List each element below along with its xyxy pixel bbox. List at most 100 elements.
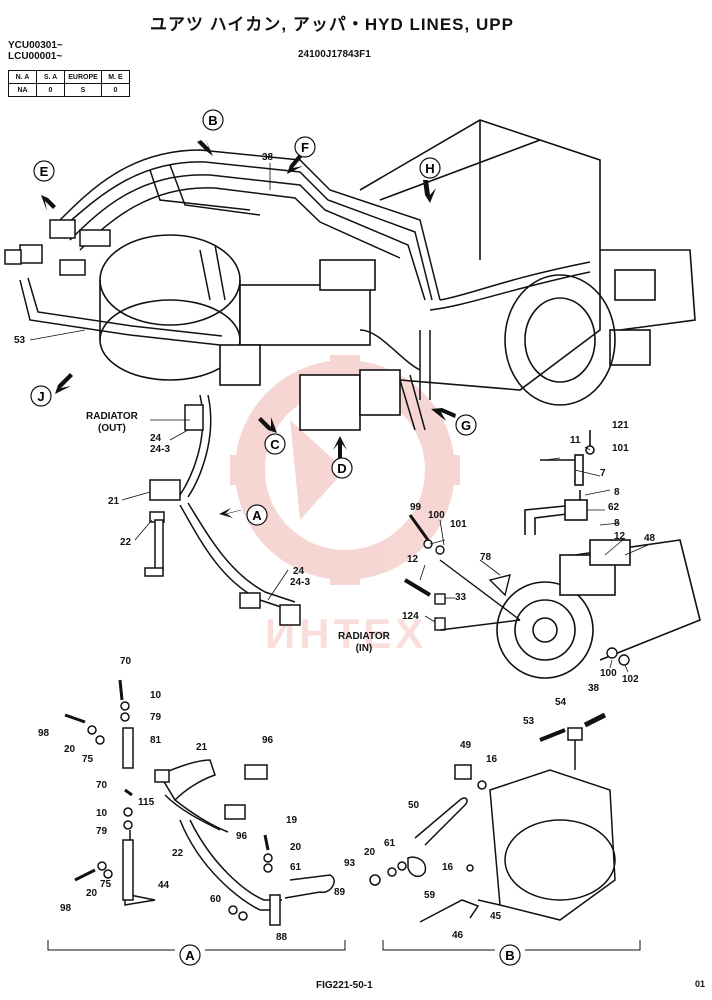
view-circle-b: B bbox=[202, 109, 224, 131]
detail-a-callout-96-top: 96 bbox=[262, 735, 274, 746]
radiator-in-line-1: RADIATOR bbox=[338, 631, 390, 642]
view-circle-c: C bbox=[264, 433, 286, 455]
detail-a-callout-98-top: 98 bbox=[38, 728, 50, 739]
detail-a-callout-79-top: 79 bbox=[150, 712, 162, 723]
detail-a-callout-75-bottom: 75 bbox=[100, 879, 112, 890]
left-fittings bbox=[4, 219, 111, 276]
detail-b-callout-49: 49 bbox=[460, 740, 472, 751]
detail-b-callout-16-top: 16 bbox=[486, 754, 498, 765]
view-g-letter: G bbox=[461, 418, 471, 433]
callout-8-top: 8 bbox=[614, 487, 620, 498]
detail-a-callout-21: 21 bbox=[196, 742, 208, 753]
radiator-fittings bbox=[144, 404, 301, 626]
detail-b-callout-53: 53 bbox=[523, 716, 535, 727]
view-f-circle bbox=[294, 136, 316, 158]
detail-a-callout-10-top: 10 bbox=[150, 690, 162, 701]
part-code: 24100J17843F1 bbox=[298, 49, 371, 60]
detail-a-callout-81: 81 bbox=[150, 735, 162, 746]
callout-8-bottom: 8 bbox=[614, 518, 620, 529]
region-availability-table: N. A S. A EUROPE M. E NA 0 S 0 bbox=[8, 70, 130, 97]
view-d-letter: D bbox=[337, 461, 346, 476]
view-a-letter: A bbox=[252, 508, 262, 523]
detail-b-drawing bbox=[369, 712, 616, 923]
fastener-parts bbox=[403, 514, 630, 666]
detail-b-callout-20: 20 bbox=[364, 847, 376, 858]
radiator-out-line-2: (OUT) bbox=[98, 423, 126, 434]
control-valve bbox=[219, 259, 401, 431]
region-value-me: 0 bbox=[101, 83, 130, 97]
detail-a-callout-20-top: 20 bbox=[64, 744, 76, 755]
callout-24-3-top: 24-3 bbox=[150, 444, 171, 455]
callout-102: 102 bbox=[622, 674, 639, 685]
view-c-circle bbox=[264, 433, 286, 455]
section-brackets bbox=[47, 940, 641, 951]
section-b-marker: B bbox=[499, 944, 521, 966]
serial-range-2: LCU00001~ bbox=[8, 51, 63, 62]
detail-a-callout-61: 61 bbox=[290, 862, 302, 873]
detail-a-callout-44: 44 bbox=[158, 880, 170, 891]
diagram-title: ユアツ ハイカン, アッパ・HYD LINES, UPP bbox=[150, 15, 514, 34]
view-h-circle bbox=[419, 157, 441, 179]
detail-b-callout-50: 50 bbox=[408, 800, 420, 811]
view-d-circle bbox=[331, 457, 353, 479]
detail-a-callout-70-bottom: 70 bbox=[96, 780, 108, 791]
detail-b-callout-16-bottom: 16 bbox=[442, 862, 454, 873]
detail-b-callout-46: 46 bbox=[452, 930, 464, 941]
page-corner-number: 01 bbox=[695, 979, 706, 989]
detail-a-callout-20-bottom: 20 bbox=[86, 888, 98, 899]
detail-a-callout-70-top: 70 bbox=[120, 656, 132, 667]
view-circle-g: G bbox=[455, 414, 477, 436]
leader-lines bbox=[29, 163, 649, 673]
callout-22: 22 bbox=[120, 537, 132, 548]
callout-99: 99 bbox=[410, 502, 422, 513]
callout-48: 48 bbox=[644, 533, 656, 544]
view-c-letter: C bbox=[270, 437, 280, 452]
detail-b-callout-59: 59 bbox=[424, 890, 436, 901]
oil-tank bbox=[99, 234, 241, 381]
callout-101-left: 101 bbox=[450, 519, 467, 530]
radiator-out-label: RADIATOR (OUT) bbox=[86, 411, 138, 435]
view-circle-e: E bbox=[33, 160, 55, 182]
callout-121: 121 bbox=[612, 420, 629, 431]
detail-b-callout-54: 54 bbox=[555, 697, 567, 708]
detail-b-callout-45: 45 bbox=[490, 911, 502, 922]
callout-38: 38 bbox=[262, 152, 274, 163]
section-b-circle bbox=[499, 944, 521, 966]
view-b-circle bbox=[202, 109, 224, 131]
view-circle-a: A bbox=[246, 504, 268, 526]
view-circle-j: J bbox=[30, 385, 52, 407]
detail-a-drawing bbox=[64, 679, 335, 926]
section-a-letter: A bbox=[185, 948, 195, 963]
view-circle-d: D bbox=[331, 457, 353, 479]
detail-a-callout-96-bottom: 96 bbox=[236, 831, 248, 842]
callout-100-right: 100 bbox=[600, 668, 617, 679]
hydraulic-pump bbox=[504, 249, 696, 406]
callout-21: 21 bbox=[108, 496, 120, 507]
radiator-out-line-1: RADIATOR bbox=[86, 411, 138, 422]
callout-124: 124 bbox=[402, 611, 419, 622]
detail-a-callout-75-top: 75 bbox=[82, 754, 94, 765]
callout-24-top: 24 bbox=[150, 433, 162, 444]
view-e-circle bbox=[33, 160, 55, 182]
region-value-sa: 0 bbox=[36, 83, 65, 97]
callout-12-left: 12 bbox=[407, 554, 419, 565]
detail-a-callout-22: 22 bbox=[172, 848, 184, 859]
callout-24-bottom: 24 bbox=[293, 566, 305, 577]
figure-number: FIG221-50-1 bbox=[316, 980, 373, 991]
callout-11: 11 bbox=[570, 435, 581, 446]
view-g-circle bbox=[455, 414, 477, 436]
view-h-letter: H bbox=[425, 161, 434, 176]
detail-a-callout-115: 115 bbox=[138, 797, 155, 808]
detail-a-callout-89: 89 bbox=[334, 887, 346, 898]
detail-b-callout-61: 61 bbox=[384, 838, 396, 849]
radiator-in-label: RADIATOR (IN) bbox=[338, 631, 390, 655]
detail-b-callout-93: 93 bbox=[344, 858, 356, 869]
view-e-letter: E bbox=[40, 164, 49, 179]
view-j-circle bbox=[30, 385, 52, 407]
engine-block bbox=[359, 119, 601, 391]
detail-b-callout-38: 38 bbox=[588, 683, 600, 694]
callout-24-3-bottom: 24-3 bbox=[290, 577, 311, 588]
view-f-letter: F bbox=[301, 140, 309, 155]
view-b-letter: B bbox=[208, 113, 217, 128]
